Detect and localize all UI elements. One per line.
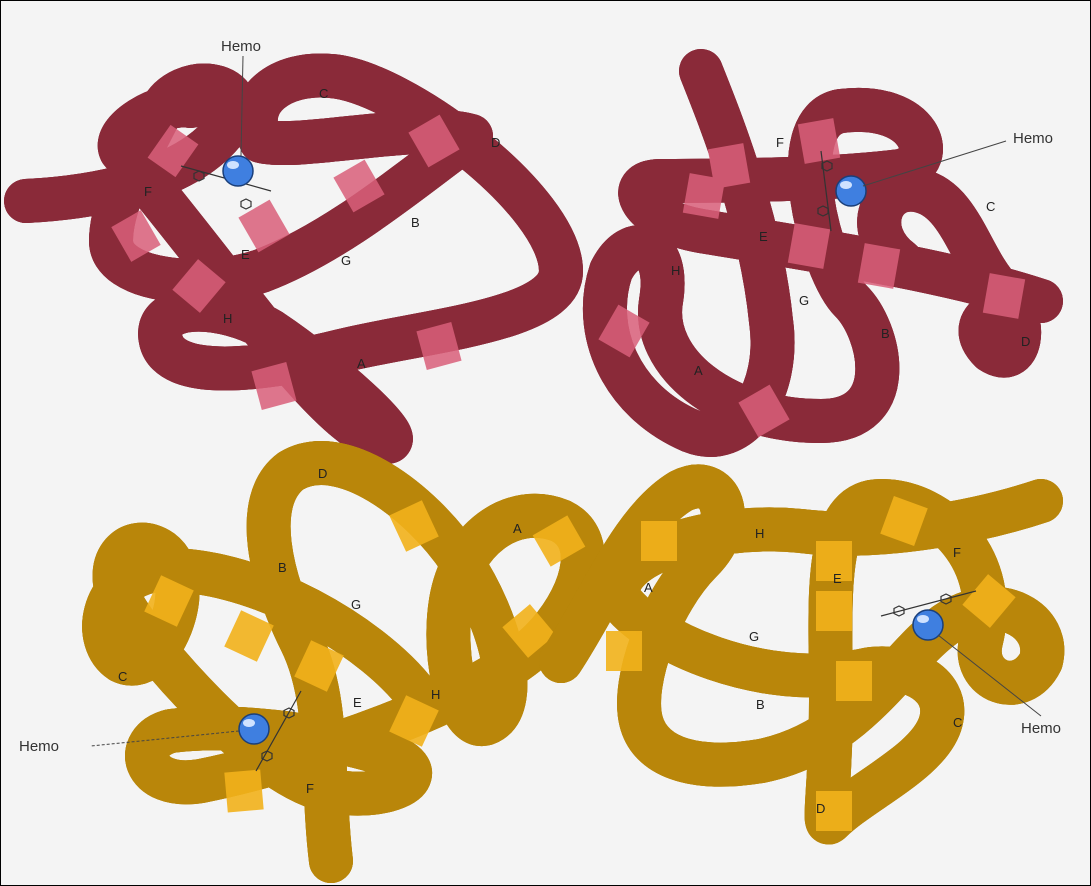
helix-label: E — [241, 247, 250, 262]
helix-label: H — [431, 687, 440, 702]
helix-label: C — [953, 715, 962, 730]
helix-label: G — [351, 597, 361, 612]
chain-tube — [26, 75, 561, 441]
helix-label: C — [118, 669, 127, 684]
subunit-bottom-right: Hemo H A E F G B C D — [561, 486, 1061, 831]
hemo-label: Hemo — [1021, 720, 1061, 737]
helix-label: G — [749, 629, 759, 644]
subunit-bottom-left: Hemo D A B G C E H F — [19, 463, 585, 861]
helix-label: A — [644, 580, 653, 595]
hemo-label: Hemo — [221, 38, 261, 55]
heme-iron-icon — [836, 176, 866, 206]
subunit-top-left: Hemo C D F B E G H A — [26, 38, 561, 442]
helix-label: B — [411, 215, 420, 230]
helix-label: F — [144, 184, 152, 199]
heme-iron-icon — [239, 714, 269, 744]
chain-tube — [104, 463, 583, 861]
helix-label: F — [776, 135, 784, 150]
hemo-label: Hemo — [19, 738, 59, 755]
helix-label: E — [759, 229, 768, 244]
helix-label: B — [881, 326, 890, 341]
helix-label: C — [986, 199, 995, 214]
helix-label: H — [671, 263, 680, 278]
heme-iron-icon — [223, 156, 253, 186]
helix-label: G — [341, 253, 351, 268]
helix-label: A — [513, 521, 522, 536]
hemo-label: Hemo — [1013, 130, 1053, 147]
helix-label: E — [833, 571, 842, 586]
helix-label: H — [755, 526, 764, 541]
helix-label: F — [306, 781, 314, 796]
helix-label: D — [1021, 334, 1030, 349]
helix-label: G — [799, 293, 809, 308]
helix-label: A — [357, 356, 366, 371]
helix-label: D — [491, 135, 500, 150]
helix-label: H — [223, 311, 232, 326]
helix-label: B — [756, 697, 765, 712]
helix-label: F — [953, 545, 961, 560]
helix-label: B — [278, 560, 287, 575]
helix-label: D — [318, 466, 327, 481]
helix-label: A — [694, 363, 703, 378]
helix-label: C — [319, 86, 328, 101]
subunit-top-right: Hemo F C E H G B D A — [598, 71, 1053, 437]
helix-label: D — [816, 801, 825, 816]
helix-label: E — [353, 695, 362, 710]
